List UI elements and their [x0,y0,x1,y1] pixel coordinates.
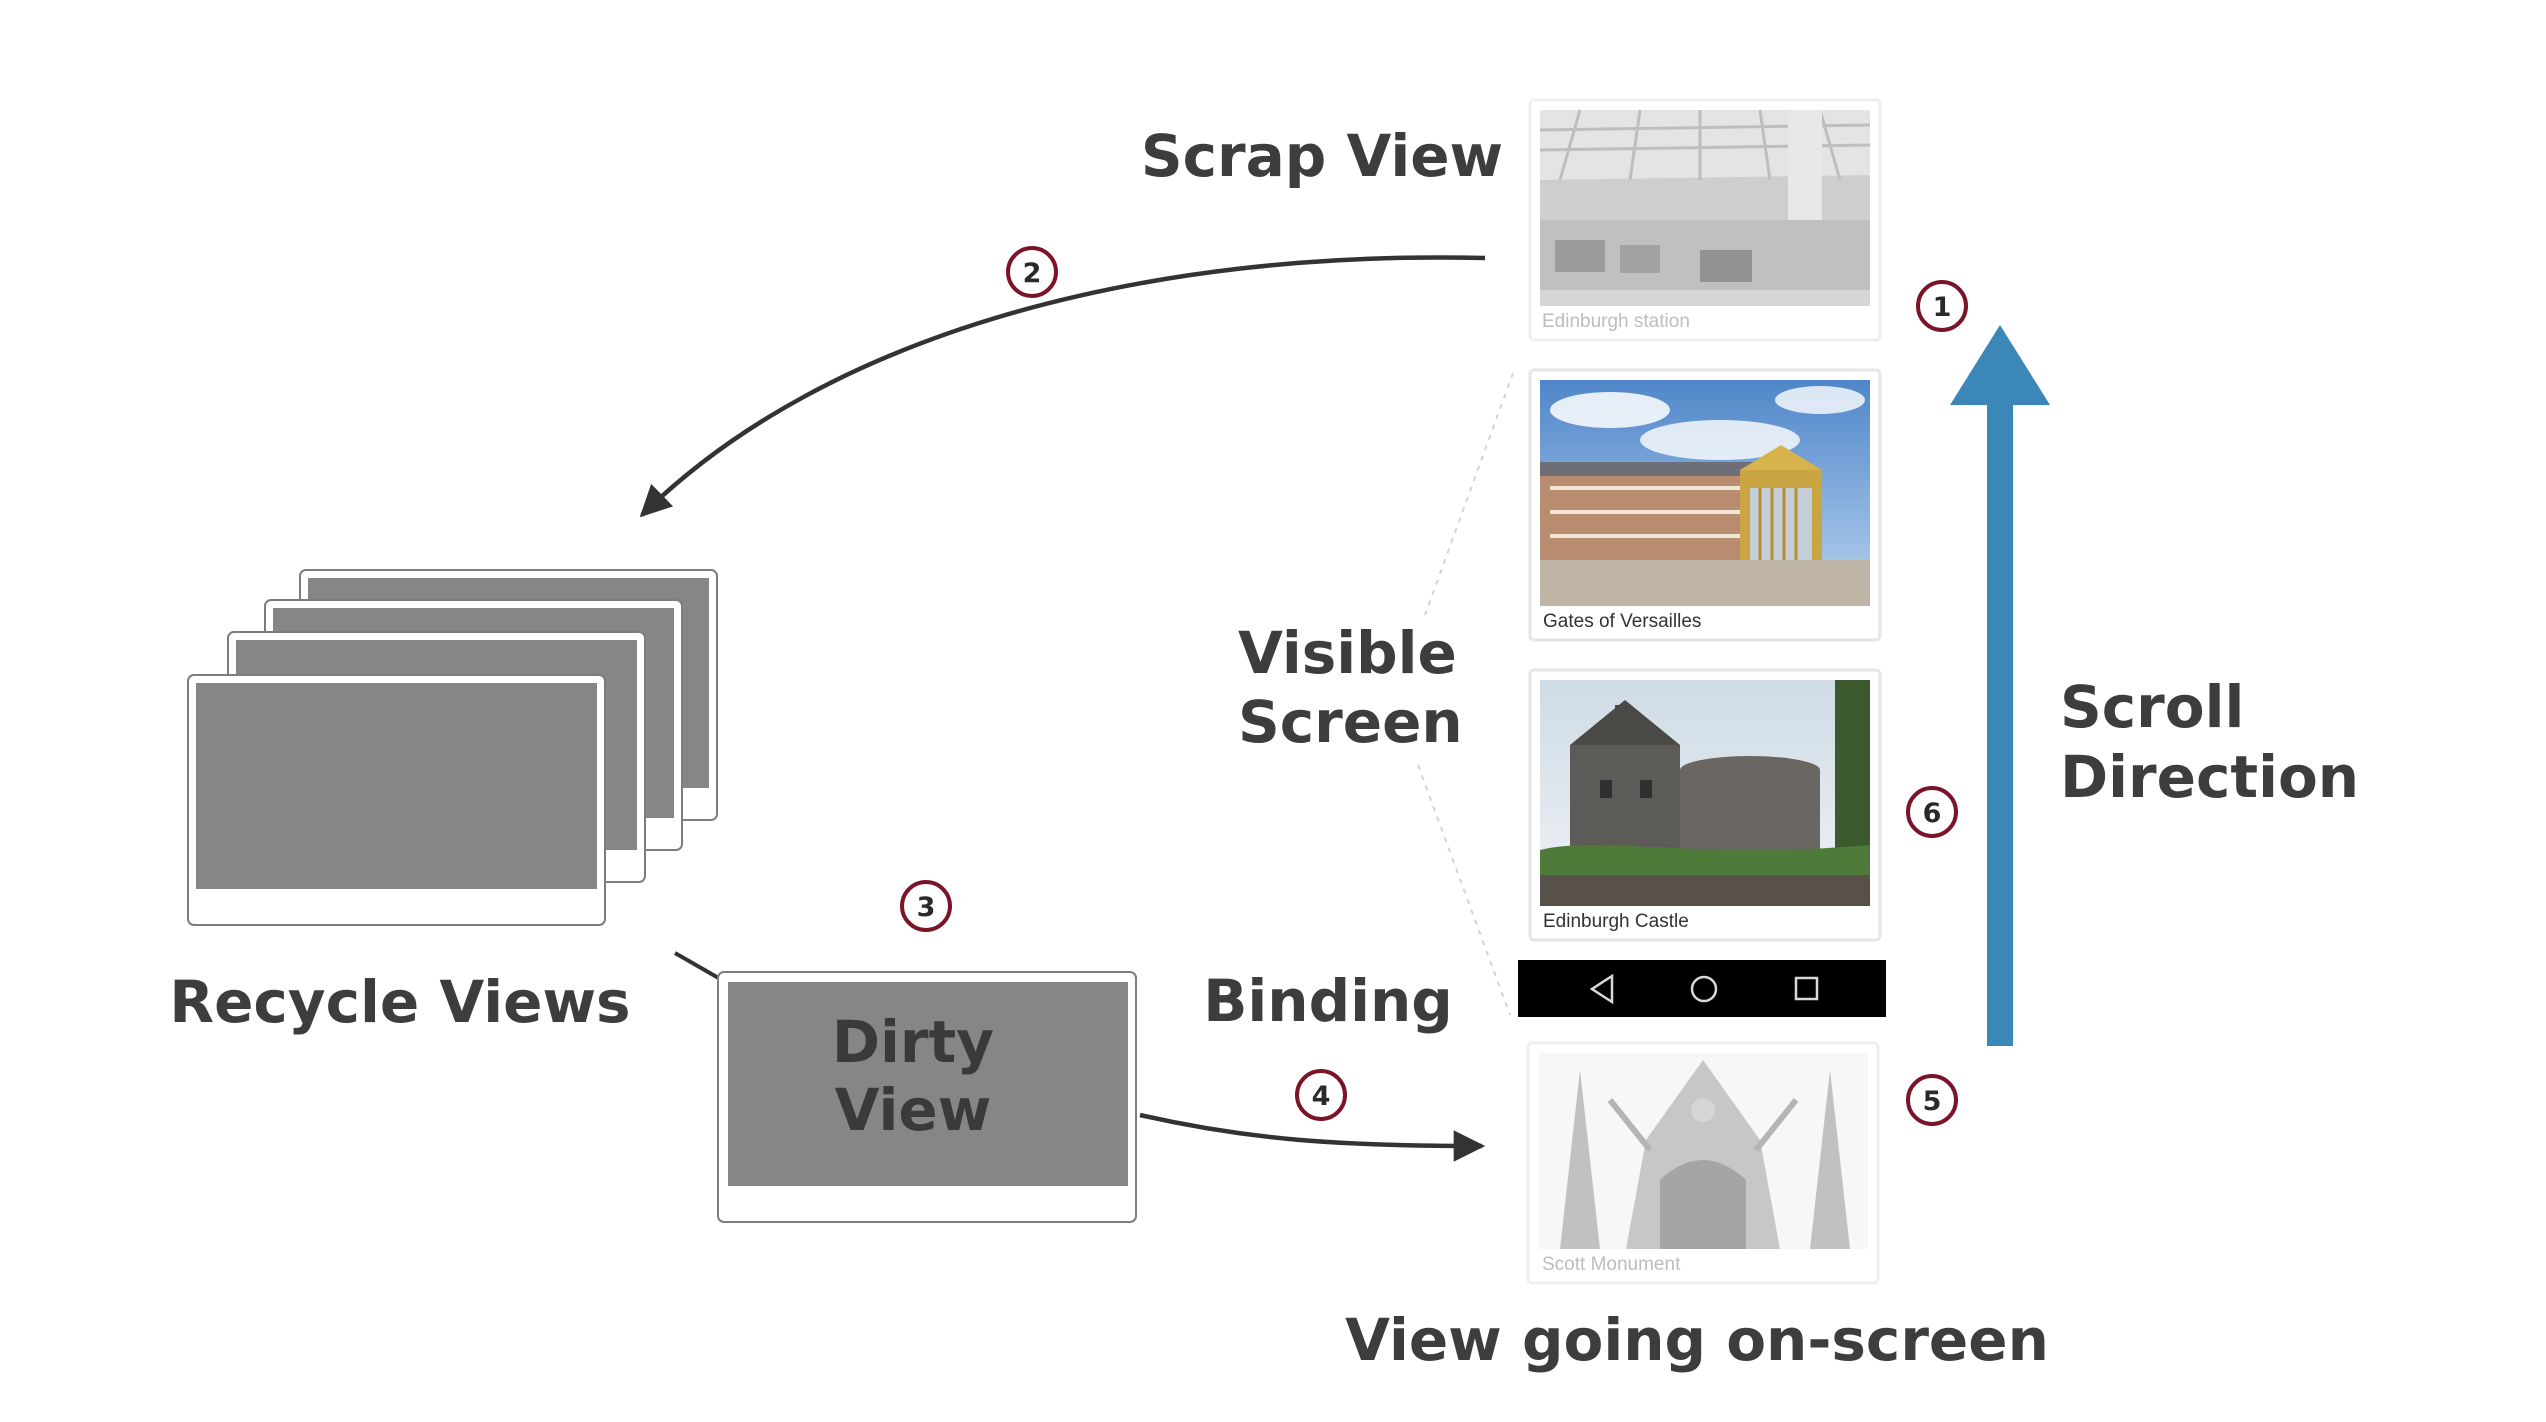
recents-icon[interactable] [1794,976,1819,1001]
edinburgh-station-photo [1539,109,1871,306]
card-caption: Scott Monument [1542,1254,1681,1275]
recycle-views-stack [187,569,718,926]
step-marker-5: 5 [1906,1074,1958,1126]
view-going-onscreen-label: View going on-screen [1345,1306,2049,1374]
card-scott-monument: Scott Monument [1526,1041,1880,1285]
binding-arrow [1139,1112,1486,1162]
step-marker-4: 4 [1295,1069,1347,1121]
card-caption: Edinburgh Castle [1543,911,1689,932]
dirty-view-label-line2: View [835,1076,992,1144]
step-marker-3: 3 [900,880,952,932]
scroll-direction-label-line1: Scroll [2060,673,2244,741]
svg-text:6: 6 [1923,798,1942,829]
edinburgh-castle-photo [1540,680,1870,906]
visible-screen-label-line2: Screen [1238,688,1463,756]
dirty-view-label-line1: Dirty [832,1008,994,1076]
card-caption: Gates of Versailles [1543,611,1701,632]
stack-to-dirty-connector [674,951,723,982]
scrap-view-label: Scrap View [1141,122,1503,190]
step-marker-1: 1 [1916,280,1968,332]
android-nav-bar [1518,960,1886,1017]
card-edinburgh-station: Edinburgh station [1528,98,1882,342]
scott-monument-photo [1538,1053,1868,1249]
dirty-view [717,971,1137,1223]
visible-screen-guide-top [1424,372,1514,616]
svg-text:1: 1 [1933,292,1952,323]
visible-screen-guide-bottom [1417,764,1511,1016]
card-caption: Edinburgh station [1542,311,1690,332]
step-marker-2: 2 [1006,246,1058,298]
scroll-direction-arrow [1950,325,2050,1046]
svg-text:5: 5 [1923,1086,1942,1117]
home-icon[interactable] [1690,975,1718,1003]
gates-of-versailles-photo [1540,380,1870,606]
step-marker-6: 6 [1906,786,1958,838]
recycle-views-label: Recycle Views [169,968,630,1036]
svg-text:4: 4 [1312,1081,1331,1112]
card-gates-of-versailles: Gates of Versailles [1528,368,1882,642]
binding-label: Binding [1203,967,1453,1035]
svg-text:3: 3 [917,892,936,923]
scrap-to-recycle-arrow [639,255,1486,518]
back-icon[interactable] [1589,973,1614,1005]
svg-text:2: 2 [1023,258,1042,289]
visible-screen-label-line1: Visible [1238,619,1457,687]
card-edinburgh-castle: Edinburgh Castle [1528,668,1882,942]
scroll-direction-label-line2: Direction [2060,743,2359,811]
